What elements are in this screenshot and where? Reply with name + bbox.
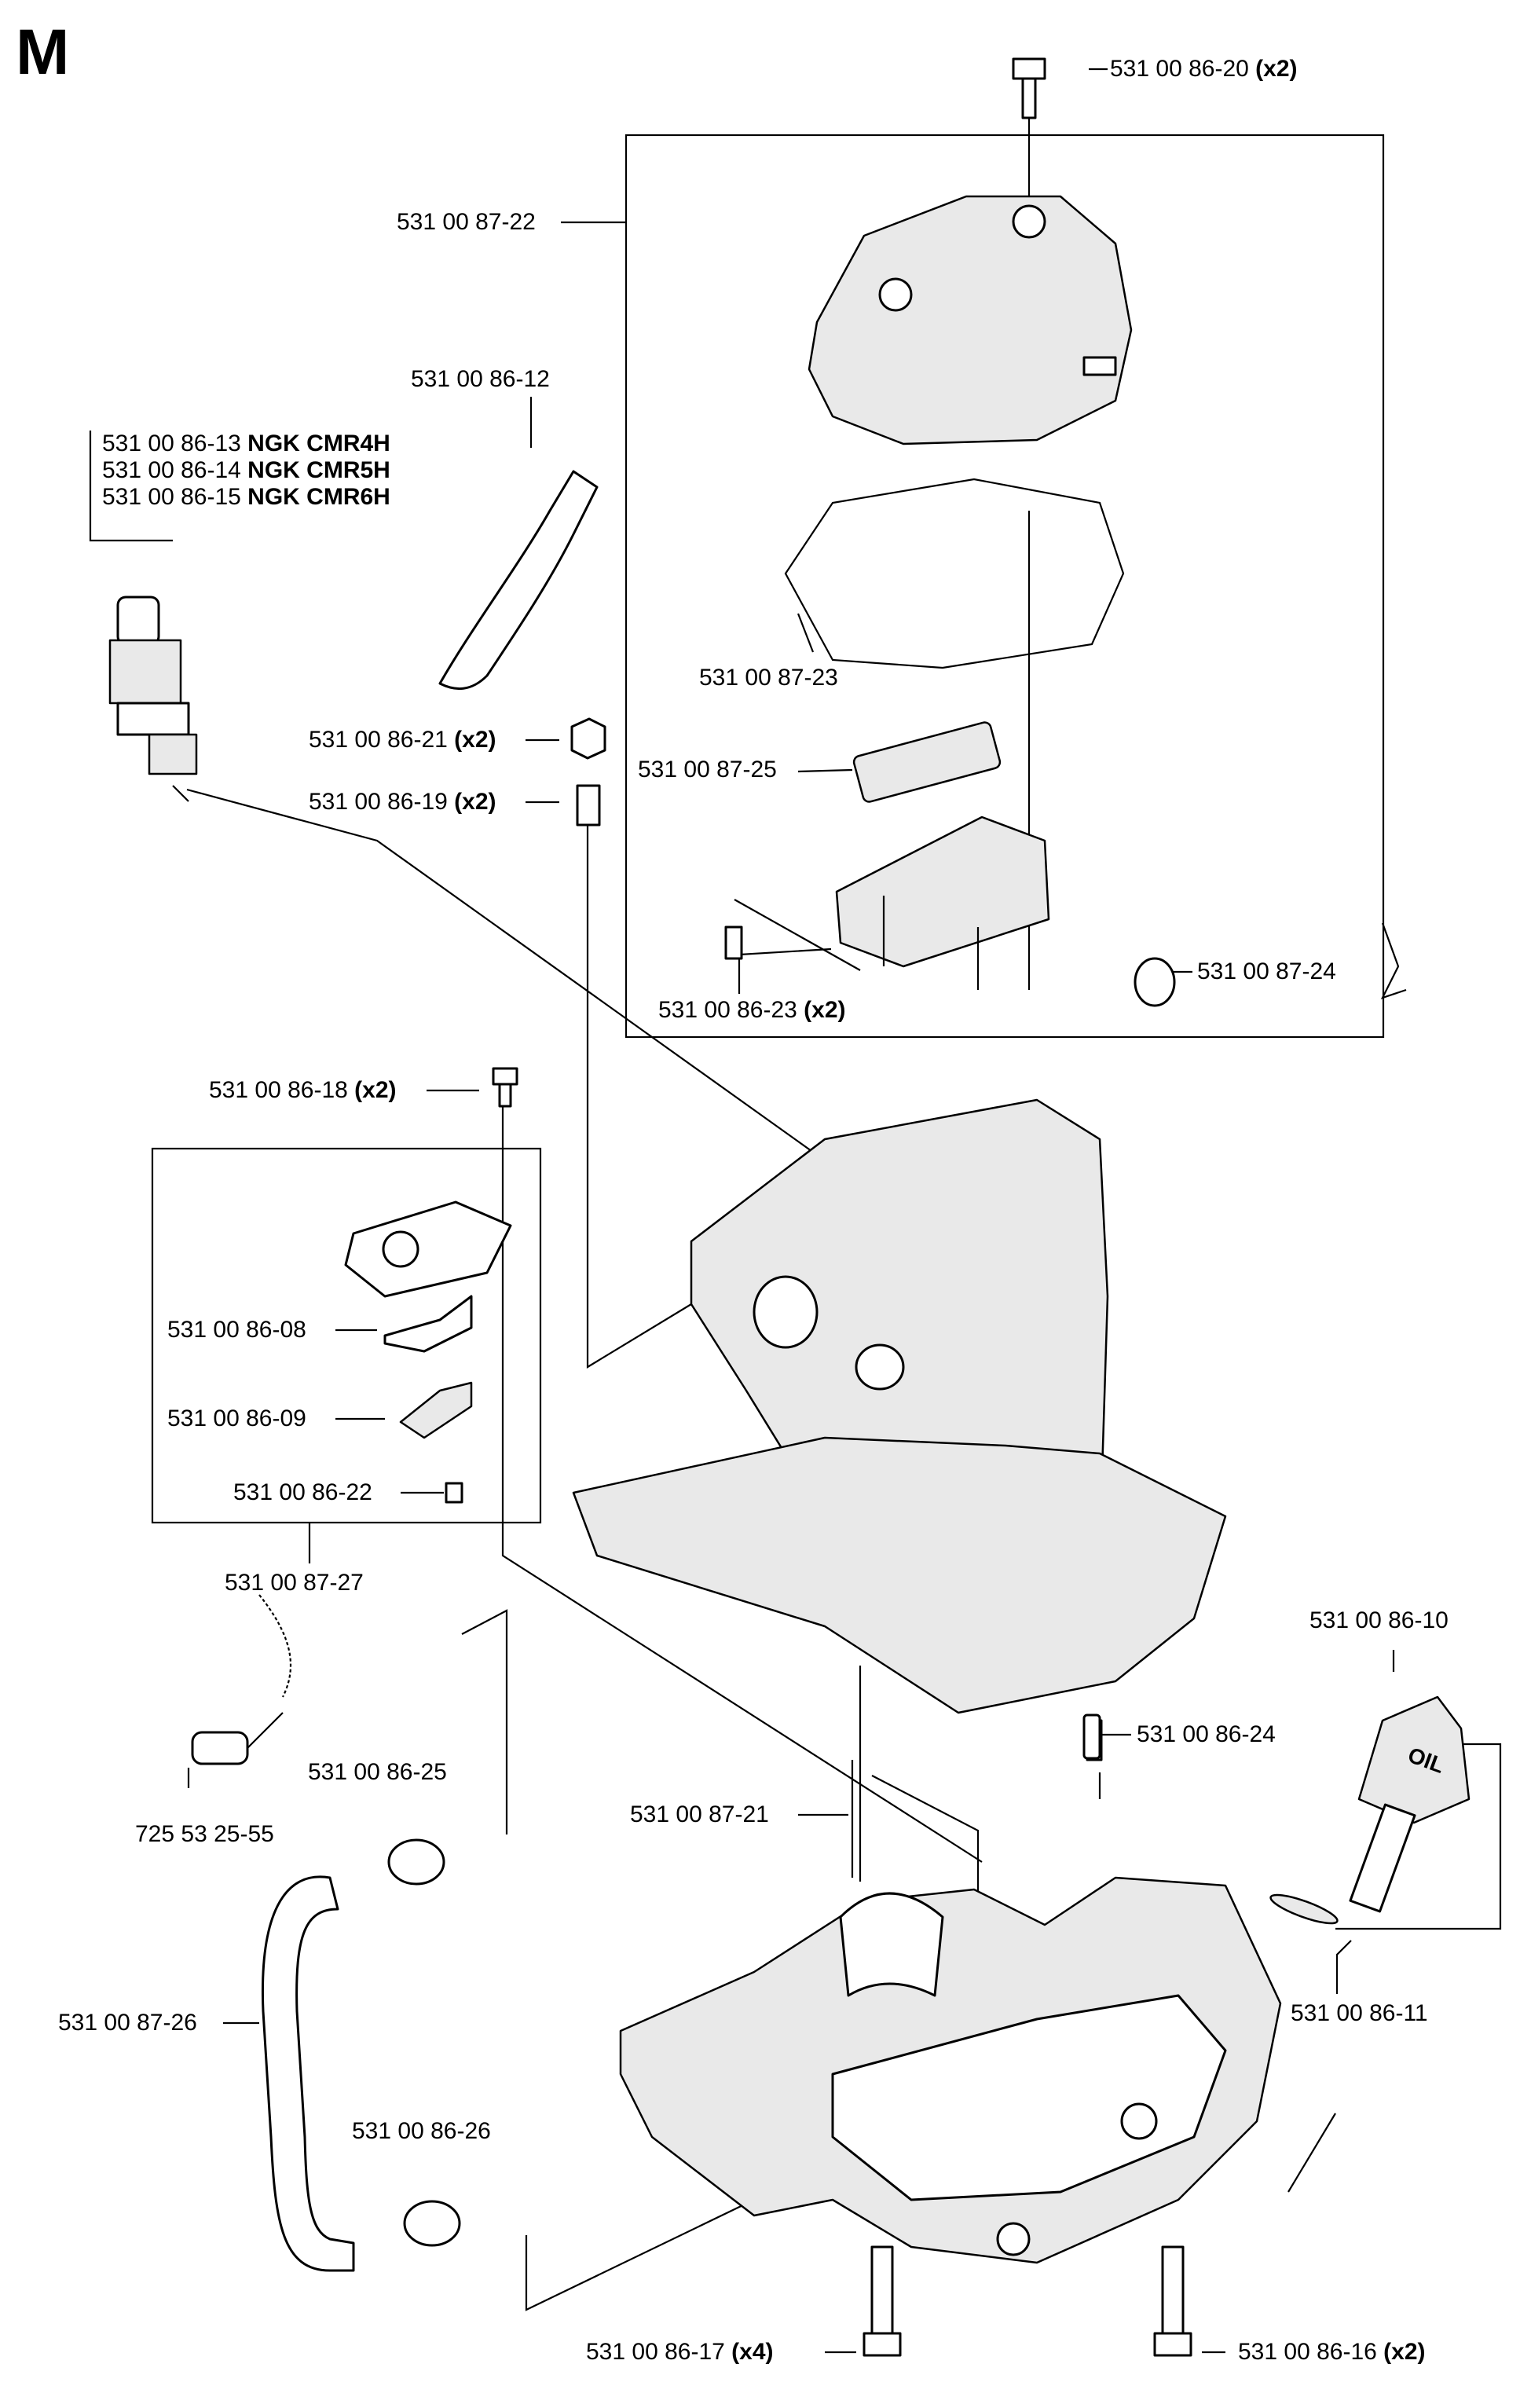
o-ring <box>1269 1893 1339 1925</box>
part-label: 531 00 87-26 <box>58 2010 197 2036</box>
valve-cover-group-box <box>151 1147 542 1524</box>
part-label: 531 00 86-10 <box>1309 1607 1449 1633</box>
screws <box>191 57 1192 2357</box>
part-label: 531 00 87-25 <box>638 757 777 783</box>
part-label: 531 00 86-24 <box>1137 1721 1276 1747</box>
spark-plug <box>108 596 198 802</box>
pin <box>1082 1713 1101 1760</box>
rocker-plate <box>852 721 1002 803</box>
reed <box>383 1295 473 1353</box>
part-label: 531 00 86-11 <box>1291 2000 1428 2026</box>
part-label: 531 00 87-21 <box>630 1801 769 1827</box>
stop <box>399 1381 473 1439</box>
part-label: 531 00 87-24 <box>1197 958 1336 984</box>
hose <box>261 1875 355 2272</box>
part-label: 531 00 87-27 <box>225 1570 364 1596</box>
hose-clamp <box>387 1838 445 1886</box>
part-label: 531 00 86-08 <box>167 1317 306 1343</box>
flange <box>572 1436 1227 1714</box>
part-label: 531 00 86-26 <box>352 2118 491 2144</box>
part-label: 531 00 86-19 (x2) <box>309 789 496 815</box>
nut <box>570 717 606 760</box>
part-label: 531 00 86-23 (x2) <box>658 997 846 1023</box>
part-label: 531 00 86-21 (x2) <box>309 727 496 753</box>
wire <box>258 1594 292 1698</box>
gasket <box>344 1200 512 1298</box>
oil-plug: OIL <box>1349 1695 1471 1913</box>
part-label: 531 00 86-09 <box>167 1406 306 1431</box>
bushing <box>1134 957 1176 1007</box>
spark-plug-option: 531 00 86-13 NGK CMR4H <box>102 431 390 456</box>
valve-cover <box>808 195 1133 445</box>
part-label: 531 00 86-22 <box>233 1479 372 1505</box>
part-label: 531 00 86-18 (x2) <box>209 1077 397 1103</box>
breather-hose <box>438 470 599 691</box>
cylinder-head-group-box <box>624 134 1385 1039</box>
hose-clamp-2 <box>403 2200 461 2247</box>
part-label: 531 00 86-17 (x4) <box>586 2339 774 2365</box>
part-label: 531 00 86-20 (x2) <box>1110 56 1298 82</box>
part-label: 725 53 25-55 <box>135 1821 274 1847</box>
section-letter: M <box>16 16 70 88</box>
rocker-carrier <box>835 815 1050 968</box>
part-label: 531 00 87-23 <box>699 665 838 691</box>
spark-plug-option: 531 00 86-15 NGK CMR6H <box>102 484 390 510</box>
part-label: 531 00 86-16 (x2) <box>1238 2339 1426 2365</box>
part-label: 531 00 86-25 <box>308 1759 447 1785</box>
valve-cover-gasket <box>784 478 1125 669</box>
part-label: 531 00 86-12 <box>411 366 550 392</box>
part-label: 531 00 87-22 <box>397 209 536 235</box>
spark-plug-options: 531 00 86-13 NGK CMR4H 531 00 86-14 NGK … <box>102 431 390 511</box>
stud <box>576 784 601 826</box>
spark-plug-option: 531 00 86-14 NGK CMR5H <box>102 457 390 483</box>
